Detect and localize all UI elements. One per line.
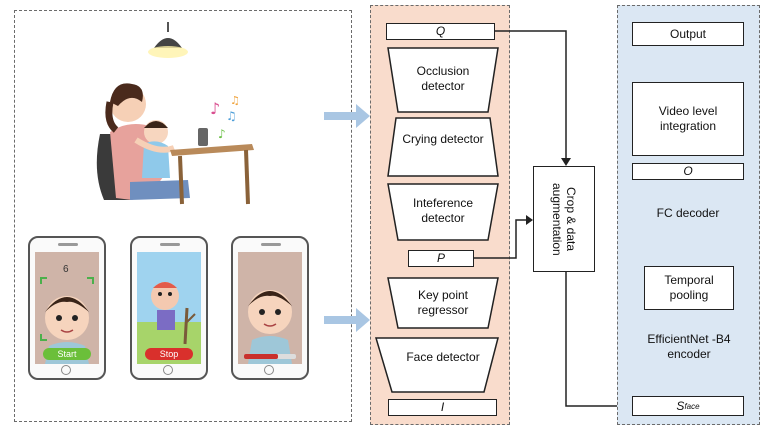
- connector-lines: [474, 30, 628, 407]
- svg-text:♪: ♪: [210, 99, 220, 118]
- crying-detector-shape: [387, 117, 499, 177]
- arrow-phones-to-detectors: [324, 308, 370, 332]
- p-box: P: [408, 250, 474, 267]
- keypoint-regressor-label: Key point regressor: [417, 288, 469, 317]
- phone-speaker: [58, 243, 78, 246]
- svg-text:♫: ♫: [230, 94, 240, 107]
- left-panel: [14, 10, 352, 422]
- crying-detector-label: Crying detector: [402, 132, 484, 146]
- p-to-crop-line: [474, 219, 528, 259]
- svg-text:♫: ♫: [226, 109, 237, 123]
- q-to-crop-line: [495, 30, 567, 160]
- crop-augmentation-label: Crop & data augmentation: [550, 182, 578, 256]
- keypoint-regressor-shape: [387, 277, 499, 329]
- crop-to-sface-line: [565, 272, 628, 407]
- s-face-symbol: S: [676, 398, 685, 413]
- svg-text:♪: ♪: [218, 127, 226, 141]
- stop-button[interactable]: Stop: [145, 348, 193, 360]
- infant-face-illustration: [35, 252, 99, 364]
- phone-home-button: [61, 365, 71, 375]
- s-face-subscript: face: [684, 401, 700, 411]
- fc-decoder-label: FC decoder: [656, 206, 720, 220]
- phone-screen-infant-face: Start: [35, 252, 99, 364]
- phone-stop: Stop: [130, 236, 208, 380]
- arrow-scene-to-detectors: [324, 104, 370, 128]
- interference-detector-label: Inteference detector: [412, 196, 474, 225]
- occlusion-detector-label: Occlusion detector: [416, 64, 470, 93]
- face-detector-shape: [374, 337, 499, 393]
- phone-number-label: 6: [63, 264, 69, 275]
- phone-screen-recording: [238, 252, 302, 364]
- temporal-pooling-box: Temporal pooling: [644, 266, 734, 310]
- phone-recording: [231, 236, 309, 380]
- phone-home-button: [163, 365, 173, 375]
- infant-face-illustration: [238, 252, 302, 364]
- occlusion-detector-shape: [387, 47, 499, 113]
- phone-start: Start 6: [28, 236, 106, 380]
- face-detector-label: Face detector: [406, 350, 480, 364]
- cartoon-character-illustration: [137, 252, 201, 364]
- o-box: O: [632, 163, 744, 180]
- video-integration-box: Video level integration: [632, 82, 744, 156]
- mother-infant-scene-illustration: ♪ ♫ ♪ ♫: [96, 22, 254, 205]
- phone-speaker: [160, 243, 180, 246]
- phone-screen-cartoon: Stop: [137, 252, 201, 364]
- phone-speaker: [261, 243, 281, 246]
- phone-home-button: [264, 365, 274, 375]
- efficientnet-encoder-label: EfficientNet -B4 encoder: [647, 332, 731, 361]
- interference-detector-shape: [387, 183, 499, 241]
- start-button[interactable]: Start: [43, 348, 91, 360]
- q-box: Q: [386, 23, 495, 40]
- crop-augmentation-box: Crop & data augmentation: [533, 166, 595, 272]
- model-panel: [617, 5, 760, 425]
- i-box: I: [388, 399, 497, 416]
- output-box: Output: [632, 22, 744, 46]
